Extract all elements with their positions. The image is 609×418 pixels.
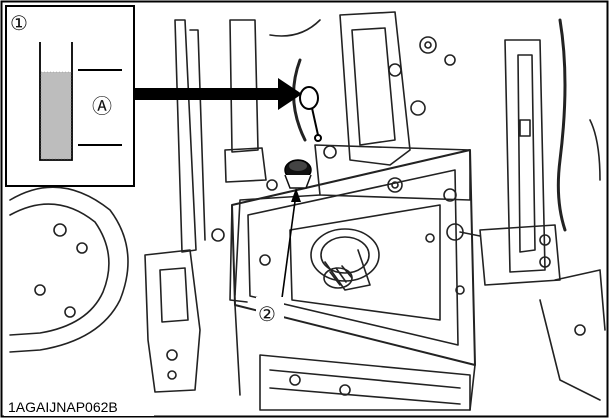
callout-2-badge (256, 297, 284, 325)
pointer-arrow-icon (134, 78, 302, 110)
dipstick-inset (5, 5, 135, 187)
dipstick-loop (299, 86, 322, 142)
callout-2-leader (281, 193, 297, 299)
oil-filler-cap (284, 159, 312, 189)
figure-code-label: 1AGAIJNAP062B (8, 399, 118, 415)
oil-level-fill (41, 72, 71, 159)
callout-a: Ⓐ (92, 95, 112, 118)
callout-1: ① (10, 13, 28, 35)
callout-2-arrowhead-icon (291, 188, 301, 202)
machine-line-art (9, 11, 606, 411)
callout-2: ② (258, 304, 276, 326)
figure-code-background (4, 398, 154, 416)
